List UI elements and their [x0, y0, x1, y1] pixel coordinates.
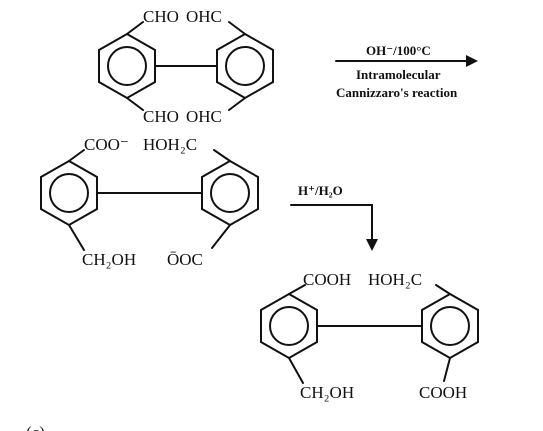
left-ring-aromatic-circle	[269, 306, 309, 346]
group-lower-right: ŌOC	[167, 250, 203, 269]
reaction-arrow-1: OH⁻/100°C Intramolecular Cannizzaro's re…	[335, 43, 478, 100]
group-upper-left: COOH	[303, 270, 351, 289]
intermediate-molecule: COO⁻ HOH₂C CH₂OH ŌOC	[40, 135, 259, 269]
right-ring-aromatic-circle	[210, 173, 250, 213]
left-ring-aromatic-circle	[49, 173, 89, 213]
bond-upper-left	[126, 21, 144, 35]
bond-upper-right	[213, 149, 231, 162]
bond-upper-left	[288, 284, 306, 295]
group-lower-left: CH₂OH	[82, 250, 136, 269]
arrow-1-head	[466, 55, 478, 67]
reaction-arrow-2: H⁺/H₂O	[290, 183, 378, 251]
group-upper-right: HOH₂C	[143, 135, 197, 154]
reactant-molecule: CHO OHC CHO OHC	[98, 7, 274, 126]
group-lower-right: OHC	[186, 107, 222, 126]
bond-lower-right	[211, 224, 231, 249]
group-lower-left: CH₂OH	[300, 383, 354, 402]
right-ring-aromatic-circle	[430, 306, 470, 346]
arrow-2-head	[366, 239, 378, 251]
bond-upper-left	[68, 149, 85, 162]
group-upper-left: COO⁻	[84, 135, 129, 154]
bond-lower-right	[443, 357, 451, 382]
left-ring-aromatic-circle	[107, 46, 147, 86]
bond-lower-left	[288, 357, 304, 384]
arrow-1-reagent: OH⁻/100°C	[366, 43, 431, 58]
group-upper-left: CHO	[143, 7, 179, 26]
arrow-1-condition-line-2: Cannizzaro's reaction	[336, 85, 458, 100]
product-molecule: COOH HOH₂C CH₂OH COOH	[260, 270, 479, 402]
bond-lower-right	[228, 97, 246, 111]
bond-lower-left	[126, 97, 144, 111]
bond-upper-right	[435, 284, 451, 295]
group-lower-right: COOH	[419, 383, 467, 402]
right-ring-aromatic-circle	[225, 46, 265, 86]
bond-lower-left	[68, 224, 85, 251]
group-upper-right: OHC	[186, 7, 222, 26]
arrow-2-reagent: H⁺/H₂O	[298, 183, 343, 198]
clipped-label-fragment: (c)	[26, 423, 45, 431]
group-upper-right: HOH₂C	[368, 270, 422, 289]
group-lower-left: CHO	[143, 107, 179, 126]
arrow-1-condition-line-1: Intramolecular	[356, 67, 441, 82]
bond-upper-right	[228, 21, 246, 35]
